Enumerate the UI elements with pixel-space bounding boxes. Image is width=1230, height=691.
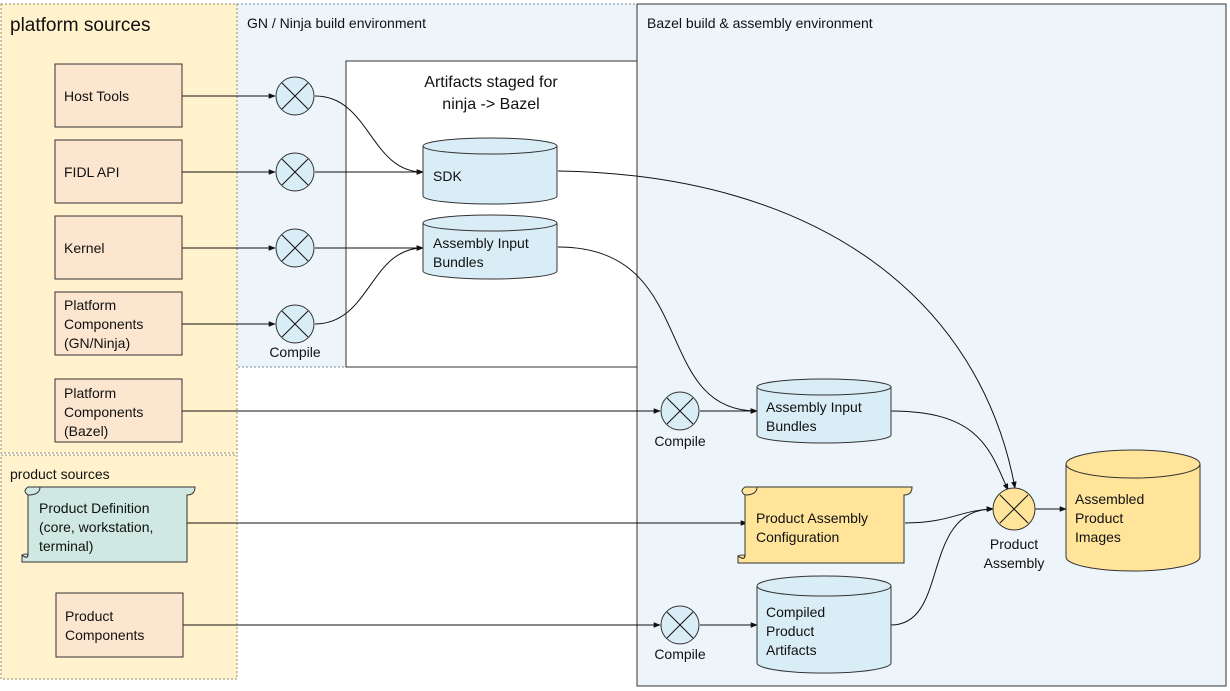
aib-bazel-cylinder: Assembly Input Bundles	[756, 378, 892, 444]
gn-env-label: GN / Ninja build environment	[247, 15, 426, 31]
edge-sdk-assembly	[557, 170, 1017, 489]
bazel-env-label: Bazel build & assembly environment	[647, 15, 873, 31]
staged-title-line1: Artifacts staged for	[424, 74, 558, 91]
edge-cpa-assembly	[890, 506, 994, 626]
aib-gn-cylinder: Assembly Input Bundles	[422, 214, 558, 280]
pac-line1: Product Assembly	[756, 510, 868, 526]
op-host-tools	[275, 76, 315, 116]
pc-bazel-line1: Platform	[64, 385, 116, 401]
cpa-line3: Artifacts	[766, 642, 817, 658]
edge-aib-aib	[557, 246, 758, 414]
sdk-cylinder: SDK	[422, 137, 558, 205]
pc-gn-line3: (GN/Ninja)	[64, 335, 130, 351]
assembled-product-images-cylinder: Assembled Product Images	[1065, 449, 1201, 572]
sdk-label: SDK	[433, 168, 462, 184]
edge-compile-aib	[314, 245, 424, 325]
fidl-api-box: FIDL API	[54, 139, 183, 204]
kernel-label: Kernel	[64, 240, 104, 256]
pd-line1: Product Definition	[39, 500, 150, 516]
product-assembly-line1: Product	[990, 536, 1038, 552]
aib-gn-line2: Bundles	[433, 254, 484, 270]
platform-components-bazel-box: Platform Components (Bazel)	[54, 378, 183, 443]
compile-gn-label: Compile	[269, 344, 321, 360]
op-compile-bazel: Compile	[654, 391, 706, 449]
op-fidl-api	[275, 152, 315, 192]
product-components-line1: Product	[65, 608, 113, 624]
host-tools-label: Host Tools	[64, 88, 129, 104]
pc-bazel-line2: Components	[64, 404, 143, 420]
platform-sources-label: platform sources	[10, 15, 150, 36]
aib-gn-line1: Assembly Input	[433, 235, 529, 251]
op-product-assembly: Product Assembly	[984, 487, 1045, 571]
pc-bazel-line3: (Bazel)	[64, 423, 108, 439]
edge-op1-sdk	[314, 95, 424, 175]
compile-bazel-label: Compile	[654, 433, 706, 449]
fidl-api-label: FIDL API	[64, 164, 120, 180]
api-line1: Assembled	[1075, 491, 1144, 507]
platform-components-gn-box: Platform Components (GN/Ninja)	[54, 291, 183, 356]
compile-product-label: Compile	[654, 646, 706, 662]
op-kernel	[275, 228, 315, 268]
pc-gn-line1: Platform	[64, 297, 116, 313]
aib-bazel-line2: Bundles	[766, 418, 817, 434]
op-compile-product: Compile	[654, 605, 706, 662]
staged-artifacts-region	[345, 60, 638, 368]
pd-line2: (core, workstation,	[39, 519, 153, 535]
aib-bazel-line1: Assembly Input	[766, 399, 862, 415]
product-assembly-line2: Assembly	[984, 555, 1045, 571]
edges	[182, 93, 1067, 628]
pd-line3: terminal)	[39, 538, 93, 554]
op-compile-gn: Compile	[269, 304, 321, 360]
host-tools-box: Host Tools	[54, 63, 183, 128]
api-line2: Product	[1075, 510, 1123, 526]
product-definition-scroll: Product Definition (core, workstation, t…	[21, 486, 196, 563]
product-assembly-config-scroll: Product Assembly Configuration	[737, 486, 913, 564]
cpa-line1: Compiled	[766, 604, 825, 620]
product-sources-label: product sources	[10, 466, 110, 482]
edge-aib-assembly	[890, 410, 1009, 491]
cpa-line2: Product	[766, 623, 814, 639]
kernel-box: Kernel	[54, 215, 183, 280]
bazel-env-region	[636, 3, 1227, 687]
pac-line2: Configuration	[756, 529, 839, 545]
pc-gn-line2: Components	[64, 316, 143, 332]
staged-title-line2: ninja -> Bazel	[442, 96, 539, 113]
api-line3: Images	[1075, 529, 1121, 545]
compiled-product-artifacts-cylinder: Compiled Product Artifacts	[756, 575, 892, 674]
product-components-box: Product Components	[55, 592, 184, 658]
product-components-line2: Components	[65, 627, 144, 643]
